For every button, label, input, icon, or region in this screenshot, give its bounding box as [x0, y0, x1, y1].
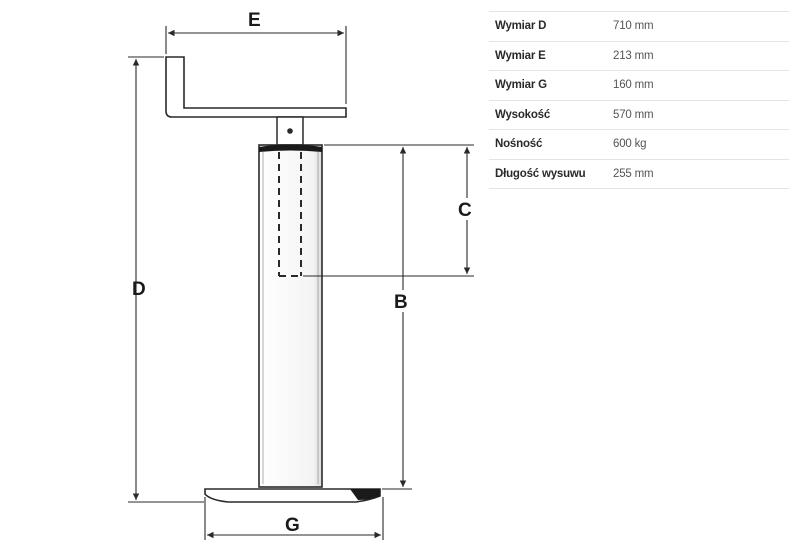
spec-value: 160 mm [613, 79, 654, 92]
outer-tube [258, 144, 323, 488]
table-row: Wymiar G 160 mm [489, 71, 789, 100]
spec-value: 710 mm [613, 20, 654, 33]
pin-hole [287, 128, 293, 134]
table-row: Długość wysuwu 255 mm [489, 159, 789, 189]
foot-plate [204, 488, 381, 503]
label-e: E [248, 10, 261, 31]
table-row: Wymiar E 213 mm [489, 41, 789, 71]
label-d: D [132, 279, 146, 300]
inner-tube-hidden [278, 152, 302, 277]
spec-label: Nośność [495, 138, 543, 151]
dimension-d [128, 56, 204, 503]
dimension-b [382, 147, 412, 490]
dimension-c [303, 144, 474, 277]
spec-value: 255 mm [613, 167, 654, 180]
table-row: Wysokość 570 mm [489, 100, 789, 130]
label-g: G [285, 515, 300, 536]
table-row: Nośność 600 kg [489, 130, 789, 159]
table-row: Wymiar D 710 mm [489, 11, 789, 41]
tube-collar [259, 144, 322, 152]
label-c: C [458, 200, 472, 221]
spec-label: Wysokość [495, 108, 551, 121]
label-b: B [394, 292, 408, 313]
spec-value: 570 mm [613, 108, 654, 121]
spec-label: Długość wysuwu [495, 167, 586, 180]
spec-label: Wymiar E [495, 49, 546, 62]
spec-label: Wymiar D [495, 20, 547, 33]
spec-value: 600 kg [613, 138, 647, 151]
dimension-e [165, 26, 347, 104]
spec-label: Wymiar G [495, 79, 547, 92]
spec-table: Wymiar D 710 mm Wymiar E 213 mm Wymiar G… [489, 11, 789, 189]
top-bracket [165, 56, 347, 118]
spec-value: 213 mm [613, 49, 654, 62]
dimension-g [204, 497, 384, 540]
